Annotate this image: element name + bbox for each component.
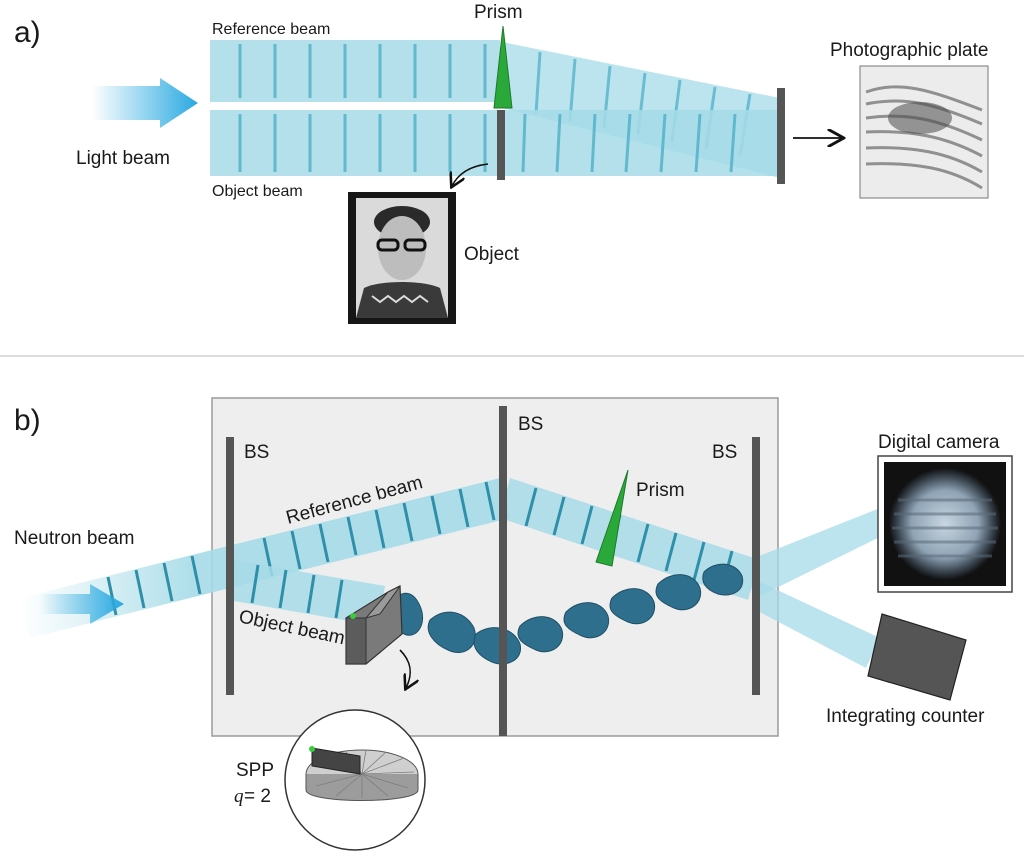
bs-label-2: BS <box>518 414 543 435</box>
beam-splitter-1 <box>226 437 234 695</box>
reference-beam-label-a: Reference beam <box>212 21 330 38</box>
prism-a <box>493 25 513 109</box>
bs-label-1: BS <box>244 442 269 463</box>
neutron-beam <box>20 478 510 638</box>
spp-label: SPP <box>236 760 274 781</box>
prism-b <box>595 469 629 567</box>
panel-b-label: b) <box>14 404 41 437</box>
beam-splitter-2 <box>499 406 507 736</box>
panel-b: b) Neutron beam Ref <box>14 397 1013 851</box>
curved-arrow-b <box>399 649 410 688</box>
integrating-counter-label: Integrating counter <box>826 706 985 727</box>
digital-camera <box>877 455 1013 593</box>
spp-plate <box>345 585 403 665</box>
object-beam-label-a: Object beam <box>212 183 303 200</box>
q-symbol: q <box>234 786 244 807</box>
output-beams <box>752 508 890 668</box>
plate-holder <box>777 88 785 184</box>
vortex-helix <box>386 563 744 665</box>
prism-label-a: Prism <box>474 2 523 23</box>
light-beam-arrow <box>92 78 198 128</box>
digital-camera-label: Digital camera <box>878 432 1000 453</box>
object-beam-b <box>228 560 385 626</box>
object-holder-a <box>497 110 505 180</box>
photographic-plate <box>859 65 989 199</box>
panel-a-label: a) <box>14 16 41 49</box>
curved-arrow-a <box>452 163 489 186</box>
bs-label-3: BS <box>712 442 737 463</box>
integrating-counter <box>867 613 967 701</box>
object-portrait <box>348 192 456 324</box>
q-value: = 2 <box>244 786 271 807</box>
photographic-plate-label: Photographic plate <box>830 40 988 61</box>
light-beam-label: Light beam <box>76 148 170 169</box>
beam-splitter-3 <box>752 437 760 695</box>
panel-a: a) Light beam Reference beam <box>14 2 989 324</box>
object-label: Object <box>464 244 520 265</box>
neutron-beam-label: Neutron beam <box>14 528 134 549</box>
prism-label-b: Prism <box>636 480 685 501</box>
object-beam-a <box>210 110 778 176</box>
spp-zoom <box>284 709 426 851</box>
